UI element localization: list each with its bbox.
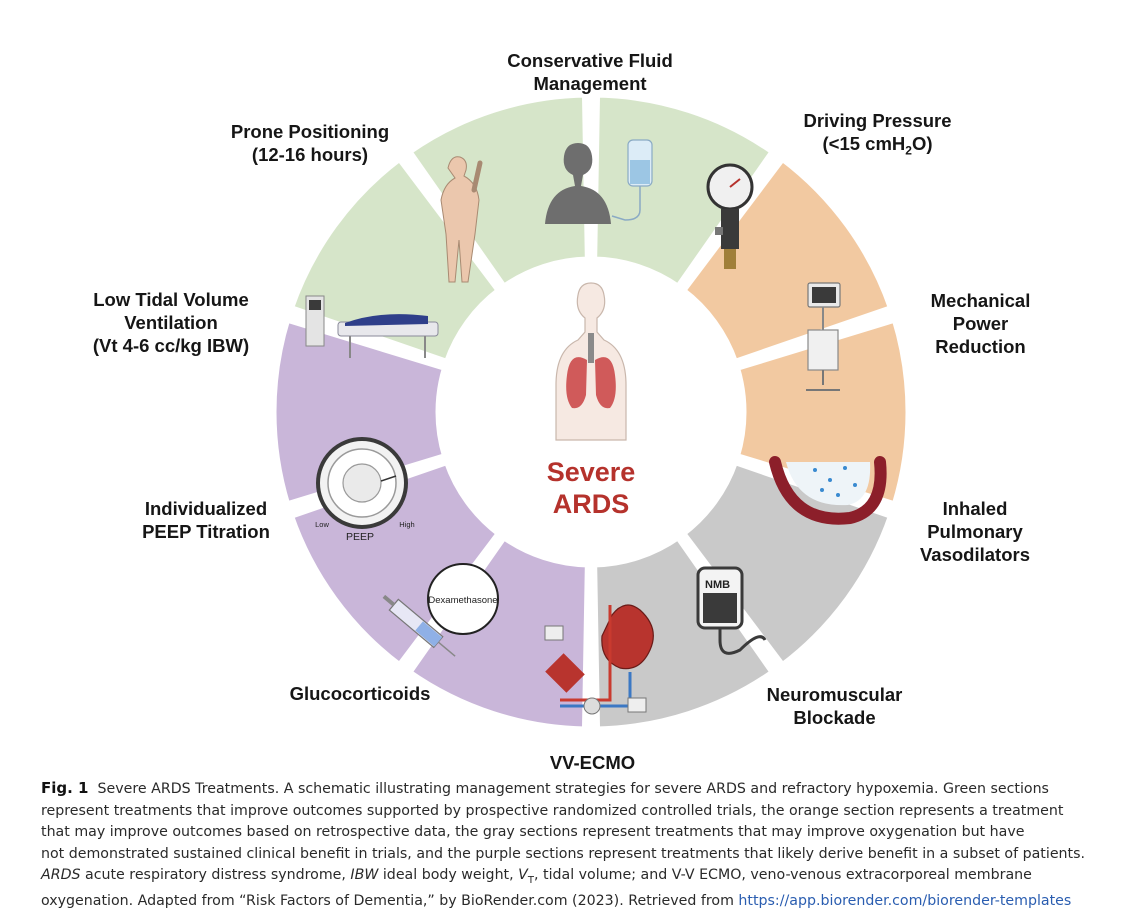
label-line: (Vt 4-6 cc/kg IBW) [92,335,250,356]
label-line: Inhaled [942,498,1008,519]
label-driving-pressure: Driving Pressure (<15 cmH2O) [780,109,975,163]
peep-high-label: High [399,520,414,529]
caption-line: oxygenation. Adapted from “Risk Factors … [41,891,1101,913]
label-vv-ecmo: VV-ECMO [500,751,685,774]
label-line: Low Tidal Volume [93,289,249,310]
label-line: Conservative Fluid [507,50,673,71]
label-conservative-fluid-management: Conservative Fluid Management [480,49,700,95]
label-neuromuscular-blockade: Neuromuscular Blockade [752,683,917,729]
label-line: Neuromuscular [766,684,903,705]
abbr-vt: V [518,867,528,883]
standing-patient-icon [440,156,483,283]
caption-line: represent treatments that improve outcom… [41,802,1064,819]
ards-treatment-wheel: NMB Dexamethasone PEEP Low High [273,94,909,730]
label-line: Blockade [793,707,876,728]
ventilated-patient-bed-icon [305,295,439,358]
ventilator-machine-icon [806,282,841,391]
label-mechanical-power-reduction: Mechanical Power Reduction [913,289,1048,358]
ecmo-circuit-icon [544,604,654,715]
abbr-ibw-def: ideal body weight, [378,867,519,883]
caption-text: oxygenation. Adapted from “Risk Factors … [41,893,739,910]
abbr-ards-def: acute respiratory distress syndrome, [80,867,351,883]
lungs-torso-icon [555,282,627,441]
figure-caption: Fig. 1 Severe ARDS Treatments. A schemat… [41,778,1101,913]
peep-dial-label: PEEP [346,531,374,543]
center-title-severe: Severe [547,457,636,487]
label-line: Vasodilators [919,544,1030,565]
abbr-ibw: IBW [350,867,379,883]
syringe-icon: Dexamethasone [382,563,499,657]
pressure-gauge-icon [706,163,754,269]
label-line: (<15 cmH2O) [822,133,933,158]
abbr-vt-def: , tidal volume; and V-V ECMO, veno-venou… [533,867,1032,883]
label-prone-positioning: Prone Positioning (12-16 hours) [205,120,415,166]
figure-number: Fig. 1 [41,779,89,797]
label-line: Management [533,73,647,94]
label-low-tidal-volume-ventilation: Low Tidal Volume Ventilation (Vt 4-6 cc/… [66,288,276,357]
label-line: Reduction [935,336,1026,357]
caption-line: Fig. 1 Severe ARDS Treatments. A schemat… [41,778,1101,801]
label-line: Mechanical [930,290,1031,311]
abbr-ards: ARDS [41,867,81,883]
label-line: (12-16 hours) [251,144,369,165]
abbr-vt-sub: T [527,874,534,886]
caption-line: not demonstrated sustained clinical bene… [41,845,1085,862]
dexamethasone-label: Dexamethasone [428,595,497,606]
label-line: Power [952,313,1009,334]
center-title-ards: ARDS [553,489,630,519]
label-line: Individualized [144,498,268,519]
label-line: Prone Positioning [230,121,390,142]
label-glucocorticoids: Glucocorticoids [270,682,450,705]
label-line: Glucocorticoids [289,683,431,704]
label-line: PEEP Titration [142,521,270,542]
caption-text: Severe ARDS Treatments. A schematic illu… [97,781,1049,797]
caption-line: ARDS acute respiratory distress syndrome… [41,865,1101,891]
iv-bag-icon: NMB [696,566,767,655]
nmb-bag-label: NMB [705,579,730,591]
peep-dial-icon: PEEP Low High [315,437,415,543]
person-with-iv-icon [545,139,653,224]
caption-line: that may improve outcomes based on retro… [41,824,1025,840]
label-line: VV-ECMO [549,752,636,773]
biorender-link[interactable]: https://app.biorender.com/biorender-temp… [738,893,1072,910]
label-individualized-peep-titration: Individualized PEEP Titration [126,497,286,543]
peep-low-label: Low [315,520,329,529]
label-line: Ventilation [124,312,218,333]
label-inhaled-pulmonary-vasodilators: Inhaled Pulmonary Vasodilators [905,497,1045,566]
alveolus-vessel-icon [769,456,887,525]
label-line: Pulmonary [927,521,1023,542]
label-line: Driving Pressure [803,110,952,131]
